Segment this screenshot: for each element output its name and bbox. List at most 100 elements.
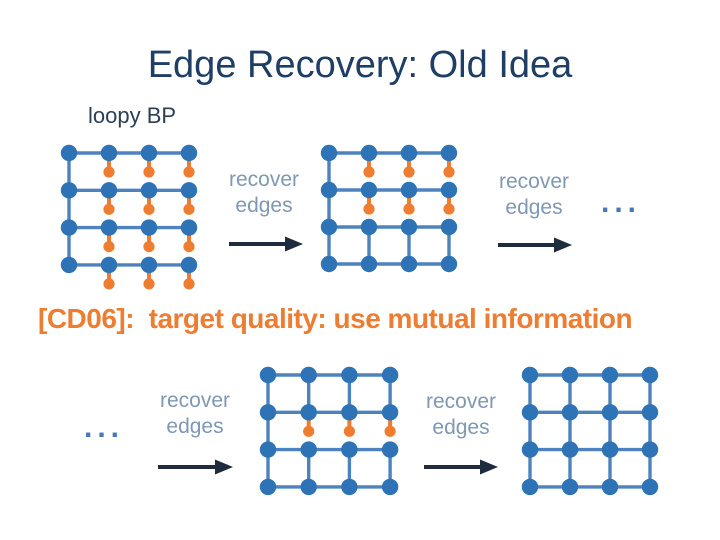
grid-node bbox=[601, 478, 619, 496]
recover-edges-line1: recover bbox=[159, 389, 231, 412]
pendant-node bbox=[343, 425, 355, 437]
pendant-node bbox=[363, 166, 375, 178]
grid-node bbox=[381, 366, 399, 384]
grid-node bbox=[259, 478, 277, 496]
pendant-node bbox=[403, 166, 415, 178]
grid-node bbox=[561, 404, 579, 421]
graph-full-grid bbox=[521, 366, 659, 496]
grid-node bbox=[360, 181, 378, 199]
grid-node bbox=[180, 256, 198, 274]
grid-node bbox=[100, 144, 118, 162]
pendant-node bbox=[103, 241, 115, 253]
grid-node bbox=[381, 478, 399, 496]
grid-node bbox=[60, 182, 78, 199]
pendant-node bbox=[183, 166, 195, 178]
graph-loopy-start bbox=[60, 144, 198, 290]
grid-node bbox=[521, 441, 539, 458]
recover-edges-label-1: recover edges bbox=[216, 167, 312, 219]
grid-node bbox=[100, 219, 118, 236]
right-arrow-icon bbox=[424, 459, 498, 475]
grid-node bbox=[400, 181, 418, 199]
right-arrow-icon bbox=[158, 459, 233, 475]
pendant-node bbox=[363, 203, 375, 215]
grid-node bbox=[180, 144, 198, 162]
graph-mostly-recovered bbox=[259, 366, 399, 496]
grid-node bbox=[180, 219, 198, 236]
grid-node bbox=[601, 366, 619, 384]
grid-node bbox=[300, 478, 317, 496]
ellipsis-top: ... bbox=[601, 186, 642, 219]
pendant-node bbox=[403, 203, 415, 215]
grid-node bbox=[140, 219, 158, 236]
ellipsis-bottom: ... bbox=[84, 411, 125, 444]
grid-node bbox=[360, 218, 378, 236]
grid-node bbox=[60, 256, 78, 274]
graph-partially-recovered bbox=[320, 144, 458, 273]
pendant-node bbox=[183, 278, 195, 290]
grid-node bbox=[341, 441, 358, 458]
grid-node bbox=[140, 144, 158, 162]
grid-node bbox=[300, 404, 317, 421]
grid-node bbox=[400, 255, 418, 273]
grid-node bbox=[521, 478, 539, 496]
grid-node bbox=[381, 404, 399, 421]
grid-node bbox=[259, 441, 277, 458]
grid-node bbox=[60, 219, 78, 236]
grid-node bbox=[360, 255, 378, 273]
recover-edges-line2: edges bbox=[505, 196, 563, 219]
recover-edges-line2: edges bbox=[432, 416, 490, 439]
grid-node bbox=[360, 144, 378, 162]
grid-node bbox=[100, 182, 118, 199]
recover-edges-line1: recover bbox=[425, 390, 497, 413]
right-arrow-icon bbox=[498, 237, 572, 253]
grid-node bbox=[400, 218, 418, 236]
pendant-node bbox=[143, 278, 155, 290]
recover-edges-line2: edges bbox=[235, 194, 293, 217]
grid-node bbox=[641, 404, 659, 421]
recover-edges-line1: recover bbox=[498, 170, 570, 193]
pendant-node bbox=[443, 166, 455, 178]
loopy-bp-label: loopy BP bbox=[88, 103, 177, 128]
grid-node bbox=[561, 366, 579, 384]
pendant-node bbox=[183, 241, 195, 253]
pendant-node bbox=[303, 425, 315, 437]
grid-node bbox=[140, 182, 158, 199]
grid-node bbox=[521, 404, 539, 421]
pendant-node bbox=[143, 203, 155, 215]
grid-node bbox=[561, 478, 579, 496]
grid-node bbox=[300, 441, 317, 458]
grid-node bbox=[561, 441, 579, 458]
grid-node bbox=[180, 182, 198, 199]
grid-node bbox=[320, 218, 338, 236]
grid-node bbox=[320, 255, 338, 273]
grid-node bbox=[341, 478, 358, 496]
page-title: Edge Recovery: Old Idea bbox=[147, 44, 573, 86]
grid-node bbox=[641, 366, 659, 384]
grid-node bbox=[341, 366, 358, 384]
right-arrow-icon bbox=[229, 236, 303, 252]
grid-node bbox=[440, 144, 458, 162]
recover-edges-label-4: recover edges bbox=[413, 389, 509, 441]
pendant-node bbox=[103, 203, 115, 215]
recover-edges-label-2: recover edges bbox=[486, 169, 582, 221]
grid-node bbox=[381, 441, 399, 458]
grid-node bbox=[140, 256, 158, 274]
grid-node bbox=[440, 218, 458, 236]
cd06-heading: [CD06]: target quality: use mutual infor… bbox=[38, 303, 633, 334]
recover-edges-line2: edges bbox=[166, 415, 224, 438]
grid-node bbox=[601, 404, 619, 421]
pendant-node bbox=[143, 241, 155, 253]
grid-node bbox=[320, 144, 338, 162]
pendant-node bbox=[103, 278, 115, 290]
grid-node bbox=[641, 478, 659, 496]
pendant-node bbox=[143, 166, 155, 178]
pendant-node bbox=[103, 166, 115, 178]
grid-node bbox=[259, 366, 277, 384]
grid-node bbox=[641, 441, 659, 458]
grid-node bbox=[440, 181, 458, 199]
recover-edges-label-3: recover edges bbox=[147, 388, 243, 440]
pendant-node bbox=[443, 203, 455, 215]
grid-node bbox=[100, 256, 118, 274]
recover-edges-line1: recover bbox=[228, 168, 300, 191]
